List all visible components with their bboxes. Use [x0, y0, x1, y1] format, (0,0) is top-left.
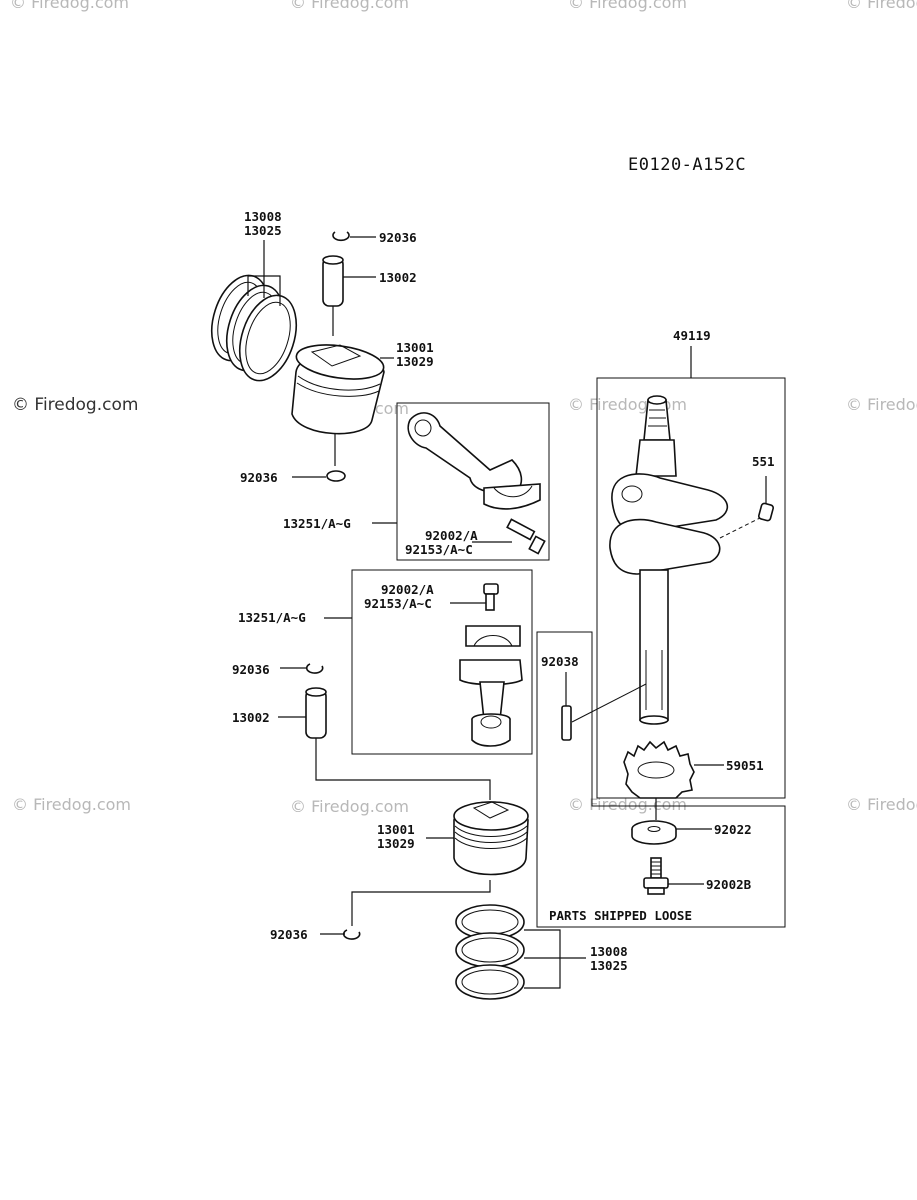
bottom-rings-leader	[524, 929, 586, 989]
loose-parts-box	[536, 631, 786, 928]
watermark-left: © Firedog.com	[12, 395, 138, 415]
label-crankshaft: 49119	[673, 328, 711, 343]
label-bottom-rings-b: 13025	[590, 958, 628, 973]
label-bottom-clip: 92036	[270, 927, 308, 942]
crank-washer	[631, 820, 677, 845]
top-conrod-box	[396, 402, 550, 561]
bottom-clip	[342, 929, 361, 940]
label-bolt-b: 92002B	[706, 877, 752, 892]
top-conrod-bolt	[506, 518, 546, 555]
watermark-low-4: © Firedog.com	[846, 795, 917, 814]
label-top-clip: 92036	[379, 230, 417, 245]
label-washer: 92022	[714, 822, 752, 837]
top-connecting-rod	[407, 412, 541, 510]
label-mid-bolt-b: 92153/A~C	[364, 596, 432, 611]
label-bottom-rings-a: 13008	[590, 944, 628, 959]
bottom-piston	[453, 801, 529, 876]
watermark-top-4: © Firedog.com	[846, 0, 917, 12]
label-key: 92038	[541, 654, 579, 669]
label-bottom-piston-a: 13001	[377, 822, 415, 837]
label-gear: 59051	[726, 758, 764, 773]
watermark-mid-3: © Firedog.com	[568, 395, 687, 414]
watermark-low-1: © Firedog.com	[12, 795, 131, 814]
mid-clip	[305, 663, 324, 674]
key-to-shaft	[571, 683, 647, 723]
crankshaft	[609, 395, 728, 725]
crank-key	[561, 705, 572, 741]
top-piston	[291, 344, 385, 435]
watermark-low-2: © Firedog.com	[290, 797, 409, 816]
watermarks: © Firedog.com © Firedog.com © Firedog.co…	[10, 0, 917, 816]
top-clip	[332, 231, 350, 242]
dowel-dashed	[719, 517, 761, 539]
top-piston-pin	[322, 255, 344, 307]
mid-piston-pin	[305, 687, 327, 739]
top-piston-rings	[210, 274, 298, 382]
label-top-piston-a: 13001	[396, 340, 434, 355]
label-top-clip-lower: 92036	[240, 470, 278, 485]
label-top-rings-b: 13025	[244, 223, 282, 238]
label-top-pin: 13002	[379, 270, 417, 285]
top-lower-clip	[326, 470, 346, 482]
mid-pin-to-piston	[315, 738, 491, 800]
watermark-top-1: © Firedog.com	[10, 0, 129, 12]
label-top-piston-b: 13029	[396, 354, 434, 369]
label-mid-conrod: 13251/A~G	[238, 610, 306, 625]
bottom-piston-to-clip	[351, 880, 491, 926]
label-mid-bolt-a: 92002/A	[381, 582, 434, 597]
crankshaft-box	[596, 377, 786, 799]
label-crank-pin: 551	[752, 454, 775, 469]
label-mid-pin: 13002	[232, 710, 270, 725]
watermark-top-2: © Firedog.com	[290, 0, 409, 12]
mid-connecting-rod	[459, 625, 523, 747]
bottom-piston-rings	[455, 904, 525, 1000]
label-top-rings-a: 13008	[244, 209, 282, 224]
label-mid-clip: 92036	[232, 662, 270, 677]
top-rings-leader	[247, 240, 281, 306]
crank-dowel-pin	[758, 502, 774, 522]
label-bottom-piston-b: 13029	[377, 836, 415, 851]
crank-bolt	[643, 857, 669, 895]
mid-conrod-box	[351, 569, 533, 755]
label-top-conrod: 13251/A~G	[283, 516, 351, 531]
loose-parts-note: PARTS SHIPPED LOOSE	[549, 908, 692, 923]
diagram-code: E0120-A152C	[628, 155, 746, 175]
watermark-top-3: © Firedog.com	[568, 0, 687, 12]
label-top-bolt-a: 92002/A	[425, 528, 478, 543]
watermark-mid-4: © Firedog.com	[846, 395, 917, 414]
mid-conrod-bolt	[483, 583, 499, 611]
label-top-bolt-b: 92153/A~C	[405, 542, 473, 557]
crank-gear	[623, 740, 695, 799]
watermark-low-3: © Firedog.com	[568, 795, 687, 814]
